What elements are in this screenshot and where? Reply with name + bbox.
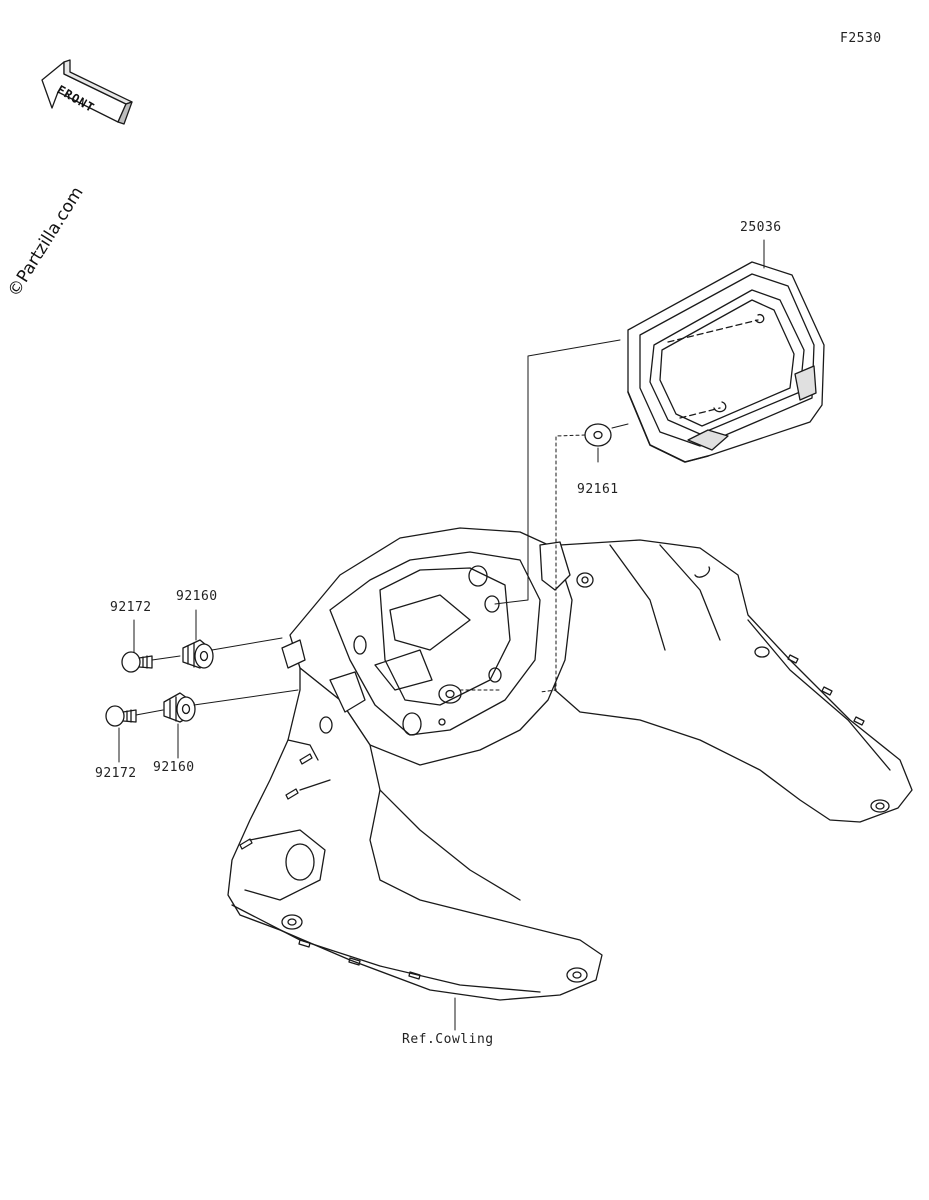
leader-lines xyxy=(118,239,765,1031)
label-meter-assembly: 25036 xyxy=(740,220,782,235)
label-washer: 92161 xyxy=(577,482,619,497)
meter-assembly xyxy=(627,261,825,463)
label-screw-upper: 92172 xyxy=(110,600,152,615)
screw-upper xyxy=(121,651,153,673)
washer-92161 xyxy=(584,423,612,447)
cowling xyxy=(227,527,913,1001)
label-screw-lower: 92172 xyxy=(95,766,137,781)
label-cowling-ref: Ref.Cowling xyxy=(402,1032,494,1047)
label-grommet-upper: 92160 xyxy=(176,589,218,604)
grommet-lower xyxy=(163,692,196,723)
label-grommet-lower: 92160 xyxy=(153,760,195,775)
screw-lower xyxy=(105,705,137,727)
front-arrow-icon: FRONT xyxy=(41,59,133,125)
grommet-upper xyxy=(182,639,214,669)
figure-code: F2530 xyxy=(840,31,882,46)
